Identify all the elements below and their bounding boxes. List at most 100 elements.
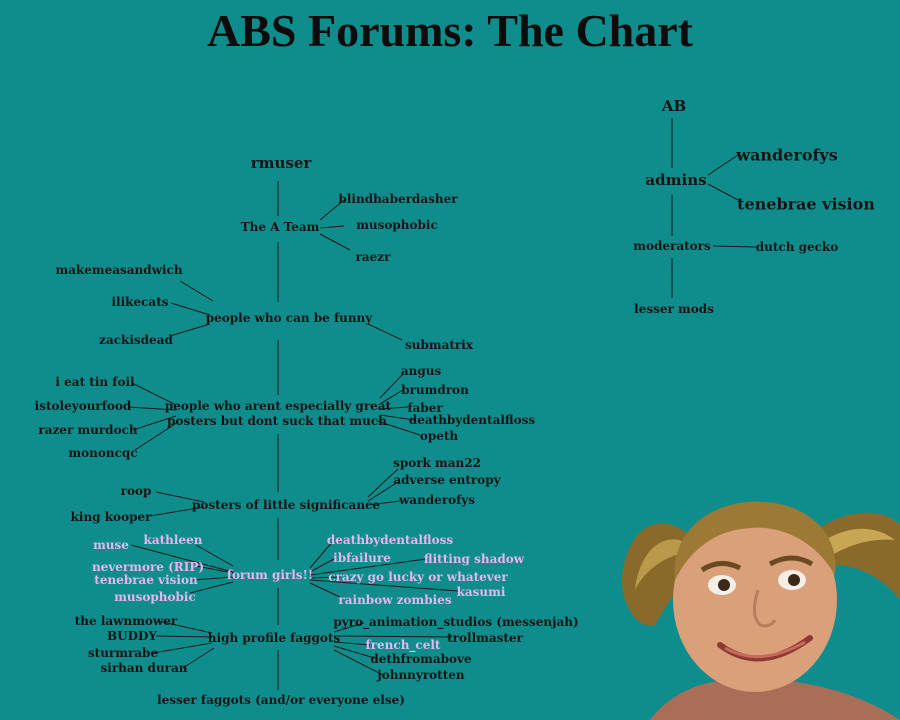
connector: [367, 323, 403, 341]
node-funny: people who can be funny: [205, 311, 373, 325]
node-dethfromabove: dethfromabove: [370, 652, 472, 666]
node-sirhan-duran: sirhan duran: [100, 661, 188, 675]
connector: [182, 647, 215, 669]
connector: [309, 558, 335, 573]
pigtail-left-shade: [635, 539, 690, 590]
node-the-lawnmower: the lawnmower: [74, 614, 178, 628]
connector: [127, 406, 177, 411]
node-lesser-mods: lesser mods: [634, 302, 714, 316]
connector: [333, 635, 453, 638]
connector: [309, 539, 335, 569]
node-deathbydentalfloss-1: deathbydentalfloss: [408, 413, 536, 427]
chart-title: ABS Forums: The Chart: [206, 5, 693, 56]
node-admins: admins: [645, 171, 707, 189]
node-moderators: moderators: [633, 239, 711, 253]
node-flitting-shadow: flitting shadow: [423, 552, 525, 566]
connector: [333, 622, 365, 633]
connector: [379, 373, 404, 399]
node-lesser-faggots: lesser faggots (and/or everyone else): [157, 693, 405, 707]
node-forum-girls: forum girls!!: [226, 568, 314, 582]
connector: [376, 420, 421, 436]
connector: [319, 199, 345, 221]
node-raezr: raezr: [355, 250, 391, 264]
node-roop: roop: [120, 484, 152, 498]
node-deathbydentalfloss-2: deathbydentalfloss: [326, 533, 454, 547]
connector: [189, 581, 234, 594]
connector: [179, 280, 214, 302]
node-tenebrae-vision-1: tenebrae vision: [94, 573, 198, 587]
pupil-left: [718, 579, 730, 591]
connector: [379, 414, 415, 421]
node-wanderofys-2: wanderofys: [736, 145, 838, 165]
pupil-right: [788, 574, 800, 586]
connector: [333, 641, 371, 646]
connector: [333, 649, 384, 676]
node-faber: faber: [407, 401, 443, 415]
node-rainbow-zombies: rainbow zombies: [338, 593, 452, 607]
connector: [155, 635, 213, 638]
node-trollmaster: trollmaster: [447, 631, 523, 645]
node-sturmrabe: sturmrabe: [87, 646, 159, 660]
node-little-significance: posters of little significance: [192, 498, 380, 512]
node-french-celt: french_celt: [365, 638, 441, 652]
connector: [169, 323, 211, 337]
nose: [753, 589, 777, 628]
connector: [130, 544, 234, 573]
connector: [712, 245, 757, 248]
connector: [379, 406, 409, 410]
node-kasumi: kasumi: [456, 585, 506, 599]
pigtail-right-shade: [825, 528, 895, 555]
connector: [367, 481, 399, 502]
connector: [131, 382, 177, 406]
connector: [309, 579, 459, 592]
connector: [195, 544, 234, 567]
node-pyro-animation-studios: pyro_animation_studios (messenjah): [333, 615, 579, 629]
connector: [134, 421, 179, 451]
connector: [157, 620, 213, 634]
connector: [367, 468, 399, 498]
node-istoleyourfood: istoleyourfood: [34, 399, 132, 413]
node-buddy: BUDDY: [107, 629, 157, 643]
connector: [309, 582, 341, 598]
connector: [707, 183, 739, 201]
node-adverse-entropy: adverse entropy: [393, 473, 501, 487]
node-dutch-gecko: dutch gecko: [755, 240, 839, 254]
connector: [132, 415, 177, 431]
connector: [155, 491, 205, 503]
node-eat-tin-foil: i eat tin foil: [55, 375, 135, 389]
node-not-great-line1: people who arent especially great: [164, 399, 392, 413]
node-ab: AB: [661, 97, 687, 115]
node-ibfailure: ibfailure: [333, 551, 391, 565]
connector: [367, 500, 401, 506]
connector: [333, 645, 379, 660]
node-high-profile: high profile faggots: [207, 631, 341, 645]
connector: [149, 506, 205, 517]
node-muse: muse: [93, 538, 129, 552]
connector: [707, 154, 739, 176]
smiling-person-photo: [621, 501, 900, 720]
connector: [195, 565, 234, 574]
connector: [319, 225, 345, 229]
node-ilikecats: ilikecats: [111, 295, 169, 309]
lip: [724, 640, 806, 659]
node-johnnyrotten: johnnyrotten: [377, 668, 465, 682]
node-opeth: opeth: [419, 429, 459, 443]
node-angus: angus: [400, 364, 442, 378]
node-king-kooper: king kooper: [70, 510, 152, 524]
node-a-team: The A Team: [240, 220, 320, 234]
connector: [319, 233, 351, 251]
node-mononcqc: mononcqc: [68, 446, 138, 460]
connector: [170, 302, 211, 316]
node-crazy-go-lucky: crazy go lucky or whatever: [328, 570, 508, 584]
node-tenebrae-vision-2: tenebrae vision: [737, 194, 875, 214]
node-musophobic: musophobic: [356, 218, 438, 232]
node-submatrix: submatrix: [405, 338, 473, 352]
node-brumdron: brumdron: [401, 383, 469, 397]
eyebrow-right: [768, 555, 814, 567]
eyebrow-left: [700, 561, 742, 573]
node-rmuser: rmuser: [250, 154, 312, 172]
node-musophobic-2: musophobic: [114, 590, 196, 604]
node-blindhaberdasher: blindhaberdasher: [338, 192, 458, 206]
hair-top: [674, 501, 836, 580]
